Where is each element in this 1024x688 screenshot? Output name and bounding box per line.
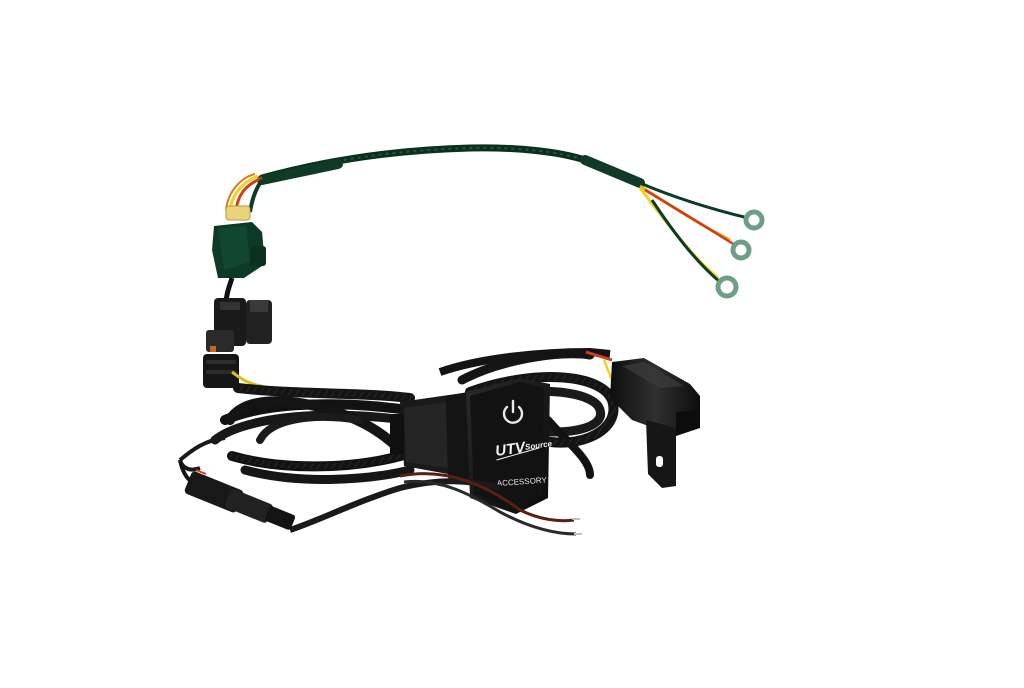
svg-text:UTV: UTV (494, 439, 528, 460)
ring-terminal-bottom (715, 275, 739, 299)
rocker-switch: UTV Source ACCESSORY (466, 378, 553, 514)
ring-terminal-middle (730, 239, 752, 261)
inline-bullet-connector (184, 469, 296, 530)
bottom-power-lead (178, 436, 582, 536)
svg-text:Source: Source (524, 439, 553, 452)
green-braided-lead (257, 144, 645, 188)
ring-terminal-top (743, 209, 765, 231)
accessory-lead (438, 347, 614, 381)
sealed-plug-connector (610, 358, 700, 436)
ring-terminal-wires (638, 181, 749, 284)
power-icon (502, 399, 524, 424)
utv-source-logo: UTV Source (494, 439, 553, 461)
mounting-bracket (646, 420, 676, 488)
fuse-holder (212, 205, 266, 278)
switch-accessory-label: ACCESSORY (497, 475, 548, 488)
weatherpack-connector (203, 298, 272, 388)
